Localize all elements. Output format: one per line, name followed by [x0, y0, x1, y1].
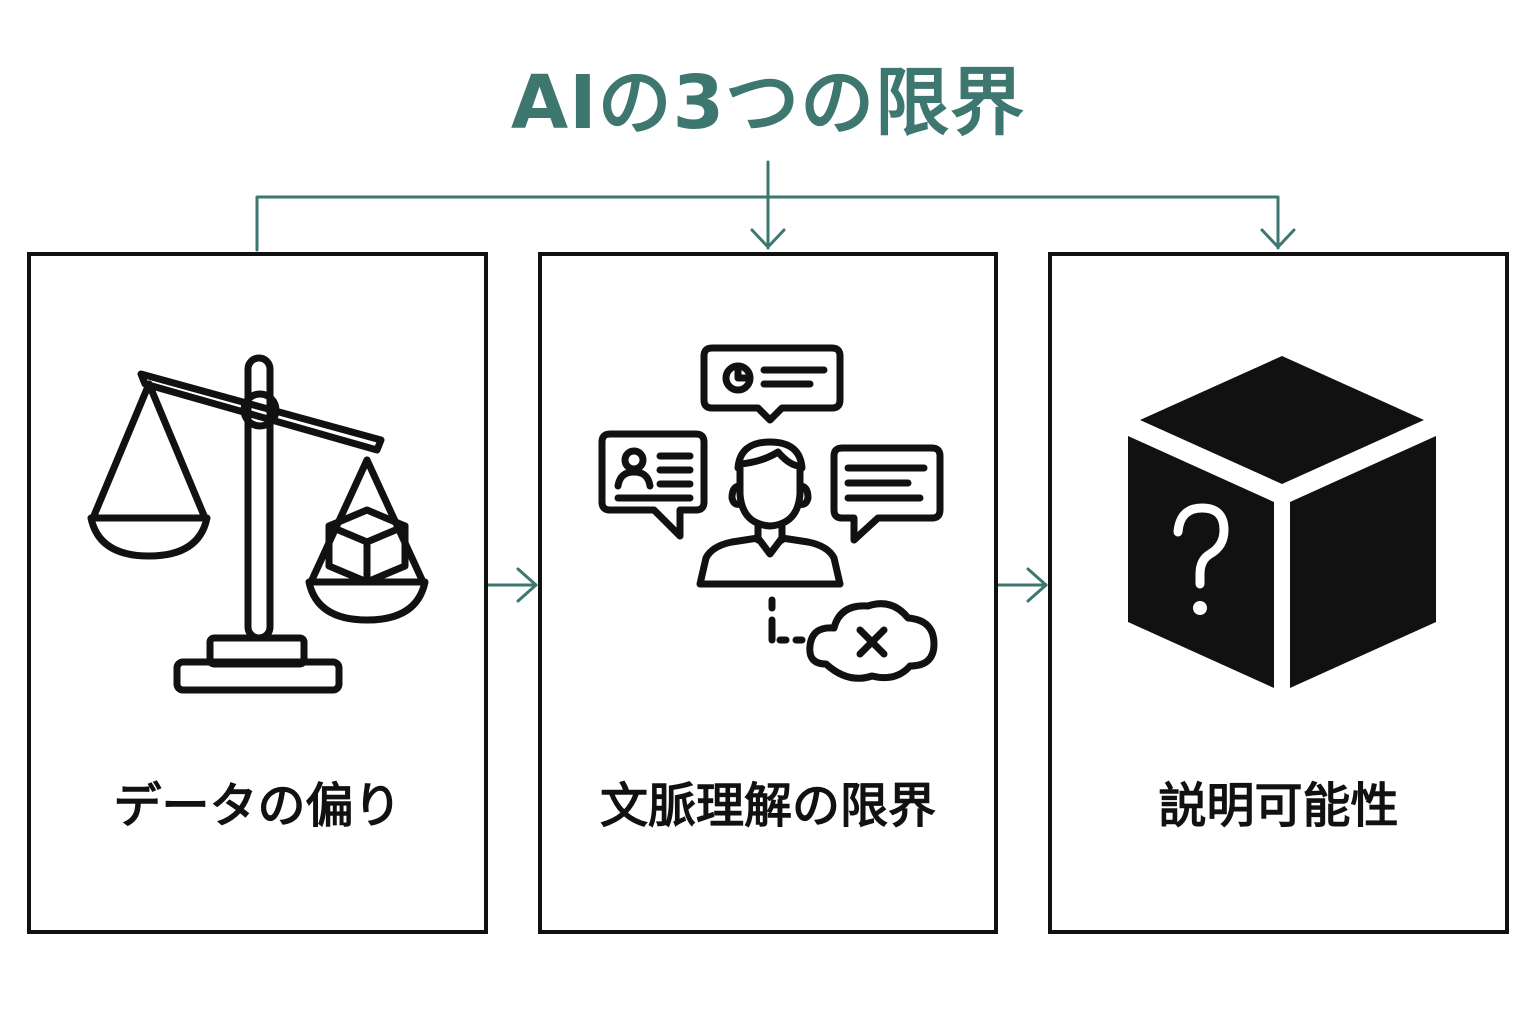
person-speech-bubbles-icon [598, 344, 944, 682]
black-box-question-icon [1128, 356, 1436, 688]
card-label: 説明可能性 [1158, 778, 1399, 834]
top-branch-connector [255, 195, 1280, 252]
center-arrowhead [750, 228, 786, 249]
card-data-bias: データの偏り [27, 252, 488, 934]
balance-scale-icon [87, 354, 429, 694]
card-context-limit: 文脈理解の限界 [538, 252, 998, 934]
diagram-title: AIの3つの限界 [510, 60, 1026, 146]
right-arrowhead [1260, 228, 1296, 249]
flow-arrow-1-head [516, 567, 538, 603]
card-label: 文脈理解の限界 [599, 778, 936, 834]
flow-arrow-2-head [1026, 567, 1048, 603]
card-explainability: 説明可能性 [1048, 252, 1509, 934]
card-label: データの偏り [113, 778, 402, 834]
